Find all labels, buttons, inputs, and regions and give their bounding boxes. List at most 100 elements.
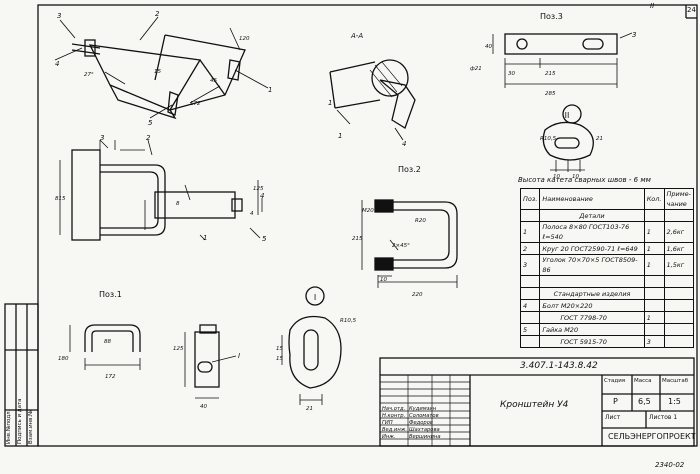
dim-label: R10,5 bbox=[340, 318, 357, 324]
dim-label: М20 bbox=[362, 208, 374, 214]
dim-label: 8 bbox=[176, 201, 180, 207]
node-ii-marker: II bbox=[565, 111, 570, 120]
pos2-ubolt bbox=[361, 199, 458, 288]
callout: 5 bbox=[262, 235, 267, 243]
callout: 1 bbox=[338, 132, 342, 140]
table-row: Детали bbox=[519, 209, 694, 222]
node-i-detail bbox=[281, 286, 342, 405]
dim-label: 27° bbox=[84, 72, 94, 78]
sheet-label: Лист bbox=[605, 414, 621, 421]
dim-label: 40 bbox=[200, 404, 207, 410]
callout: 1 bbox=[203, 234, 207, 242]
title-block bbox=[379, 357, 695, 447]
dim-label: 21 bbox=[306, 406, 313, 412]
mass-value: 6,5 bbox=[638, 397, 651, 406]
section-aa-label: А-А bbox=[350, 32, 363, 40]
callout: 3 bbox=[100, 134, 104, 142]
dim-label: 15 bbox=[276, 356, 283, 362]
dim-label: 285 bbox=[545, 91, 556, 97]
footer-code: 2340-02 bbox=[655, 461, 685, 469]
node-i-marker: I bbox=[314, 293, 316, 302]
dim-label: 15 bbox=[276, 346, 283, 352]
callout: 4 bbox=[55, 60, 59, 68]
pos1-side-view bbox=[184, 324, 237, 399]
spec-table-header: Поз. Наименование Кол. Приме-чание bbox=[519, 188, 694, 210]
node-ii-detail bbox=[542, 104, 594, 172]
callout: 1 bbox=[328, 99, 332, 107]
dim-label: 4 bbox=[250, 211, 254, 217]
drawing-title: Кронштейн У4 bbox=[500, 400, 569, 410]
dim-label: 2×45° bbox=[392, 243, 410, 249]
header-cell: Поз. bbox=[519, 188, 541, 210]
dim-label: 125 bbox=[173, 346, 184, 352]
dim-label: 10 bbox=[572, 174, 579, 180]
stamp-replacement: Взам.инв.№ bbox=[28, 410, 34, 444]
approval-roles: Нач.отд. Н.контр. ГИП Вед.инж. Инж. bbox=[382, 406, 408, 440]
dim-label: 30 bbox=[508, 71, 515, 77]
dim-label: R10,5 bbox=[540, 136, 557, 142]
callout: 3 bbox=[632, 31, 636, 39]
dim-label: 815 bbox=[55, 196, 66, 202]
header-cell: Кол. bbox=[643, 188, 665, 210]
stamp-signature: Подпись и дата bbox=[17, 398, 23, 444]
mass-header: Масса bbox=[634, 378, 652, 384]
dim-label: 120 bbox=[239, 36, 250, 42]
callout: 5 bbox=[148, 119, 153, 127]
left-stamp bbox=[4, 303, 39, 447]
scale-value: 1:5 bbox=[668, 397, 681, 406]
spec-table: Поз. Наименование Кол. Приме-чание Детал… bbox=[519, 188, 694, 348]
dim-label: 180 bbox=[58, 356, 69, 362]
callout: 2 bbox=[146, 134, 151, 142]
table-row bbox=[519, 275, 694, 288]
dimension-labels: 120 27° 15 172 45 815 125 8 4 ф21 30 215… bbox=[55, 36, 603, 412]
dim-label: 15 bbox=[154, 69, 161, 75]
dim-label: 45 bbox=[210, 78, 217, 84]
pos2-title: Поз.2 bbox=[398, 165, 421, 174]
header-cell: Наименование bbox=[539, 188, 645, 210]
stamp-inventory: Инв.№подл. bbox=[6, 409, 12, 444]
sheets-label: Листов 1 bbox=[649, 414, 678, 421]
dim-label: R20 bbox=[415, 218, 426, 224]
callout: I bbox=[238, 352, 240, 360]
dim-label: 21 bbox=[596, 136, 603, 142]
section-aa bbox=[329, 59, 416, 129]
drawing-frame bbox=[37, 4, 698, 447]
dim-label: 215 bbox=[352, 236, 363, 242]
callout: 2 bbox=[155, 10, 160, 18]
dim-label: 215 bbox=[545, 71, 556, 77]
sheet-number: 24 bbox=[687, 6, 696, 14]
table-row: Стандартные изделия bbox=[519, 287, 694, 300]
pos1-title: Поз.1 bbox=[99, 290, 122, 299]
isometric-bracket-view bbox=[71, 34, 246, 120]
dim-label: 172 bbox=[190, 101, 201, 107]
callout: 4 bbox=[260, 192, 264, 200]
pos1-bracket bbox=[69, 324, 141, 370]
scale-header: Масштаб bbox=[662, 378, 689, 384]
dim-label: 10 bbox=[553, 174, 560, 180]
pos3-plate bbox=[492, 32, 633, 88]
dim-label: 10 bbox=[380, 277, 387, 283]
dim-label: ф21 bbox=[470, 66, 482, 72]
dim-label: 172 bbox=[105, 374, 116, 380]
weld-note: Высота катета сварных швов - 6 мм bbox=[518, 176, 652, 184]
bracket-side-view bbox=[59, 140, 259, 241]
stage-value: Р bbox=[613, 397, 618, 406]
callout: 1 bbox=[268, 86, 272, 94]
header-cell: Приме-чание bbox=[663, 188, 694, 210]
callout: 4 bbox=[402, 140, 406, 148]
dim-label: 125 bbox=[253, 186, 264, 192]
callout: II bbox=[650, 2, 654, 10]
callout: 3 bbox=[57, 12, 61, 20]
dim-label: 40 bbox=[485, 44, 492, 50]
pos3-title: Поз.3 bbox=[540, 12, 563, 21]
dim-label: 88 bbox=[104, 339, 111, 345]
